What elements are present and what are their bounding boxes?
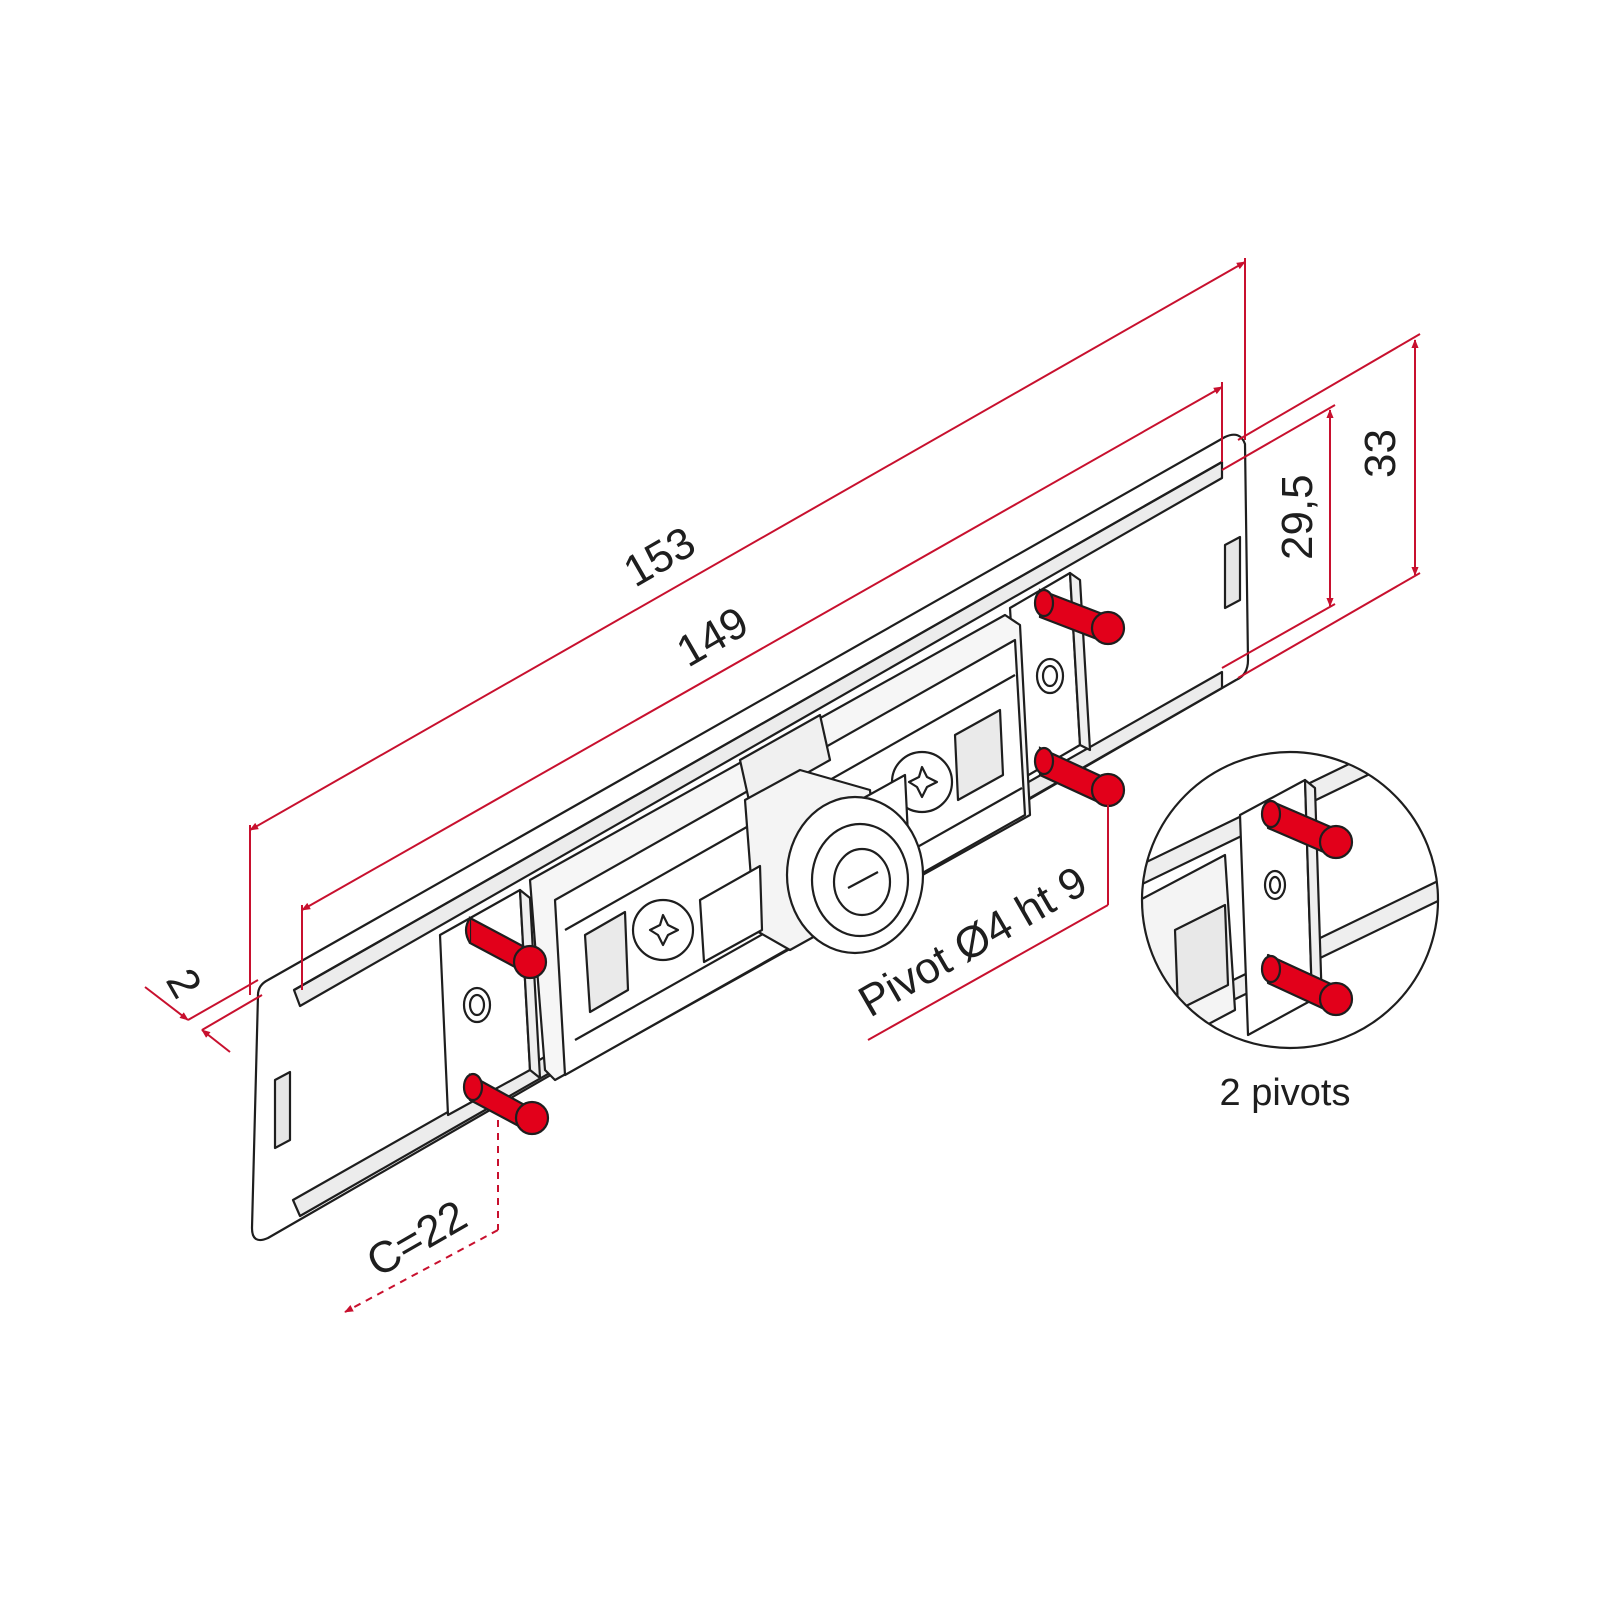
dim-center-distance: C=22	[359, 1191, 476, 1287]
detail-view: 2 pivots	[1140, 750, 1440, 1114]
pivot-top-left	[464, 916, 548, 980]
dim-height-overall: 33	[1356, 429, 1405, 478]
pivot-bottom-left	[462, 1072, 550, 1136]
lock-body	[528, 613, 1032, 1082]
detail-caption: 2 pivots	[1220, 1072, 1351, 1114]
dim-height-inner: 29,5	[1273, 474, 1322, 560]
screw-star-icon	[648, 913, 680, 947]
key-cylinder	[785, 795, 925, 955]
dimension-lines	[144, 258, 1421, 1313]
dim-length-overall: 153	[616, 518, 704, 597]
detail-circle	[1140, 750, 1440, 1050]
dim-thickness: 2	[156, 961, 211, 1007]
dim-length-inner: 149	[669, 598, 757, 677]
